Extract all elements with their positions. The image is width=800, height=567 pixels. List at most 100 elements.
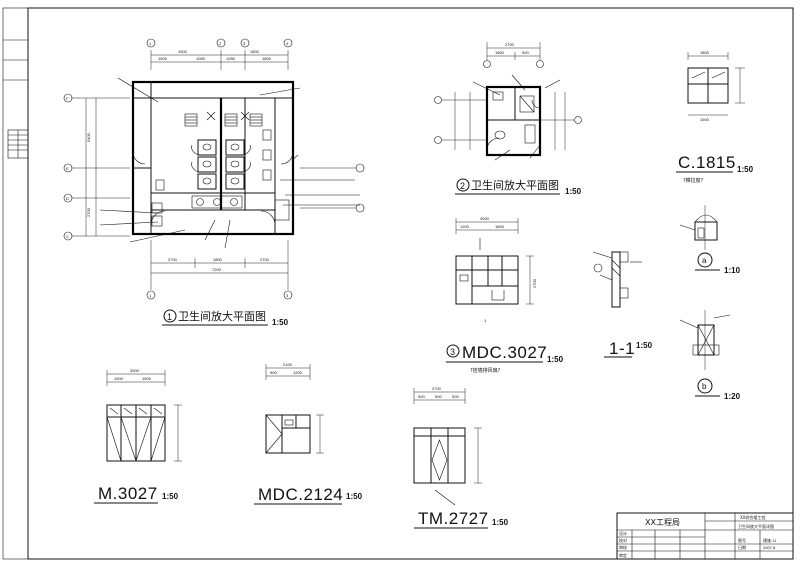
plan1-shaft-x-marks [206, 111, 250, 121]
plan1-sinks [151, 195, 290, 227]
plan2-walls [485, 85, 542, 157]
svg-text:900: 900 [452, 394, 459, 399]
svg-text:900: 900 [435, 394, 442, 399]
window-mdc2124-elevation: 2100 900 1200 MDC.2124 1:50 [254, 362, 363, 505]
plan1-vent-louvers [184, 113, 263, 127]
dim-text: 1500 [178, 49, 188, 54]
svg-text:C: C [66, 234, 69, 239]
svg-text:2700: 2700 [505, 42, 515, 47]
sheet-border [27, 7, 794, 560]
m3027-title: M.3027 [98, 484, 158, 503]
c1815-title: C.1815 [678, 153, 736, 172]
axis-label: 2 [219, 41, 222, 46]
plan2-title: 卫生间放大平面图 [471, 178, 559, 192]
svg-text:审核: 审核 [619, 544, 627, 550]
svg-text:2700: 2700 [432, 386, 442, 391]
dim-text: 5400 [86, 132, 91, 142]
svg-text:日期: 日期 [738, 544, 746, 550]
tm2727-title: TM.2727 [418, 509, 489, 528]
plan1-axis-top: 1 2 3 4 [146, 38, 293, 48]
door-tm2727-elevation: 2700 900 900 900 TM.2727 1:50 [413, 386, 509, 529]
svg-text:2100: 2100 [283, 362, 293, 367]
svg-text:1: 1 [149, 293, 152, 298]
dim-text: 1050 [226, 56, 236, 61]
dim-text: 7200 [212, 267, 222, 272]
plan2-scale: 1:50 [565, 187, 582, 196]
detail-b: b 1:20 [679, 310, 741, 401]
axis-label: 4 [286, 41, 289, 46]
svg-text:审定: 审定 [619, 552, 627, 558]
svg-text:校对: 校对 [619, 537, 627, 543]
svg-text:建施-11: 建施-11 [763, 537, 777, 543]
svg-text:3000: 3000 [130, 368, 140, 373]
binding-strip [3, 39, 29, 159]
detail-a-label: a [702, 256, 707, 265]
plan1-title: 卫生间放大平面图 [178, 309, 266, 323]
detail-a-scale: 1:10 [724, 266, 741, 275]
svg-text:1800: 1800 [700, 50, 710, 55]
plan-1-toilet-enlarged: 1 2 3 4 1500 1800 1500 1050 1050 1800 F … [63, 38, 365, 327]
detail-b-scale: 1:20 [724, 392, 741, 401]
svg-text:1: 1 [484, 318, 487, 323]
mdc3027-title: MDC.3027 [462, 343, 547, 362]
section-1-1: 1-1 1:50 [592, 251, 653, 358]
plan-2-toilet-enlarged: 2700 1800 900 2 卫生间放大平面图 [434, 42, 582, 196]
dim-text: 1800 [213, 257, 223, 262]
drawing-name: 卫生间放大平面详图 [738, 523, 774, 529]
c1815-scale: 1:50 [737, 165, 754, 174]
detail-a: a 1:10 [679, 205, 741, 275]
dim-text: 1800 [262, 56, 272, 61]
svg-text:900: 900 [418, 394, 425, 399]
mdc2124-scale: 1:50 [346, 492, 363, 501]
tm2727-scale: 1:50 [492, 518, 509, 527]
section-title: 1-1 [609, 339, 635, 358]
section-scale: 1:50 [636, 341, 653, 350]
svg-text:1500: 1500 [700, 117, 710, 122]
svg-text:1800: 1800 [495, 50, 505, 55]
m3027-scale: 1:50 [162, 492, 179, 501]
svg-text:1200: 1200 [293, 370, 303, 375]
title-block: XX工程局 XX综合楼工程 卫生间放大平面详图 设计 校对 审核 审定 图号 建… [616, 512, 794, 560]
dim-text: 1800 [250, 49, 260, 54]
plan2-number: 2 [460, 181, 465, 191]
dim-text: 2700 [260, 257, 270, 262]
window-mdc3027-elevation: 3000 1200 1800 2700 1 3 MDC.3027 1:50 ?挂… [446, 216, 564, 374]
svg-text:3000: 3000 [480, 216, 490, 221]
dim-text: 2700 [168, 257, 178, 262]
plan1-urinals [155, 129, 272, 191]
svg-text:2700: 2700 [532, 278, 537, 288]
svg-text:1200: 1200 [460, 224, 470, 229]
mdc3027-note: ?挂墙排风扇? [470, 367, 501, 374]
plan1-outer-wall [131, 80, 295, 236]
project-name: XX综合楼工程 [740, 514, 765, 520]
svg-text:1500: 1500 [114, 376, 124, 381]
door-swing [260, 210, 276, 226]
axis-label: 3 [243, 41, 246, 46]
binding-margin [2, 7, 29, 560]
mdc2124-title: MDC.2124 [258, 485, 343, 504]
door-swing [150, 210, 166, 226]
dim-text: 2700 [86, 207, 91, 217]
svg-text:3: 3 [286, 293, 289, 298]
plan1-number: 1 [167, 312, 172, 322]
svg-text:图号: 图号 [738, 537, 746, 543]
dim-text: 1050 [196, 56, 206, 61]
c1815-note: ?推拉窗? [683, 177, 704, 184]
window-c1815-elevation: 1800 1500 C.1815 1:50 ?推拉窗? [676, 50, 754, 184]
svg-text:F: F [66, 96, 69, 101]
detail-b-label: b [702, 382, 707, 391]
plan1-axis-left: F E D C [63, 93, 73, 241]
door-m3027-elevation: 3000 1500 1500 M.3027 1:50 [94, 368, 182, 504]
mdc3027-number: 3 [450, 347, 455, 357]
svg-text:设计: 设计 [619, 530, 627, 536]
svg-text:1500: 1500 [142, 376, 152, 381]
plan1-leaders [99, 77, 360, 249]
svg-text:E: E [66, 166, 69, 171]
mdc3027-scale: 1:50 [547, 355, 564, 364]
plan1-scale: 1:50 [272, 318, 289, 327]
plan1-toilet-stalls [191, 139, 251, 190]
svg-text:2007.8: 2007.8 [763, 545, 776, 550]
company-name: XX工程局 [645, 518, 680, 527]
axis-label: 1 [149, 41, 152, 46]
